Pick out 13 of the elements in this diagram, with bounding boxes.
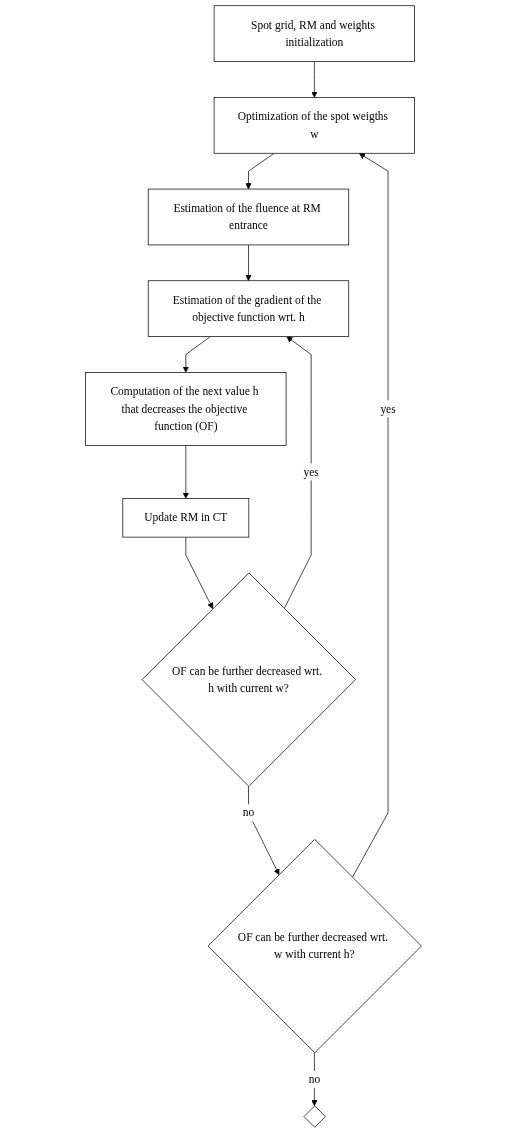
edge-label: yes	[303, 465, 319, 478]
node-box: Computation of the next value h that decreases the objective function (OF)	[85, 372, 287, 446]
node-diamond: OF can be further decreased wrt. h with current w?	[141, 572, 356, 787]
node-box: Estimation of the gradient of the objective function wrt. h	[147, 280, 350, 337]
node-box: Spot grid, RM and weights initialization	[213, 5, 415, 62]
edge-label: no	[308, 1072, 321, 1086]
node-box: Estimation of the fluence at RM entrance	[147, 188, 350, 246]
node-box: Update RM in CT	[122, 498, 250, 538]
node-box: Optimization of the spot weigths w	[213, 97, 415, 154]
edge-label: no	[242, 806, 255, 819]
edge-label: yes	[380, 402, 396, 415]
node-diamond	[303, 1105, 326, 1128]
node-diamond: OF can be further decreased wrt. w with current h?	[207, 839, 422, 1054]
